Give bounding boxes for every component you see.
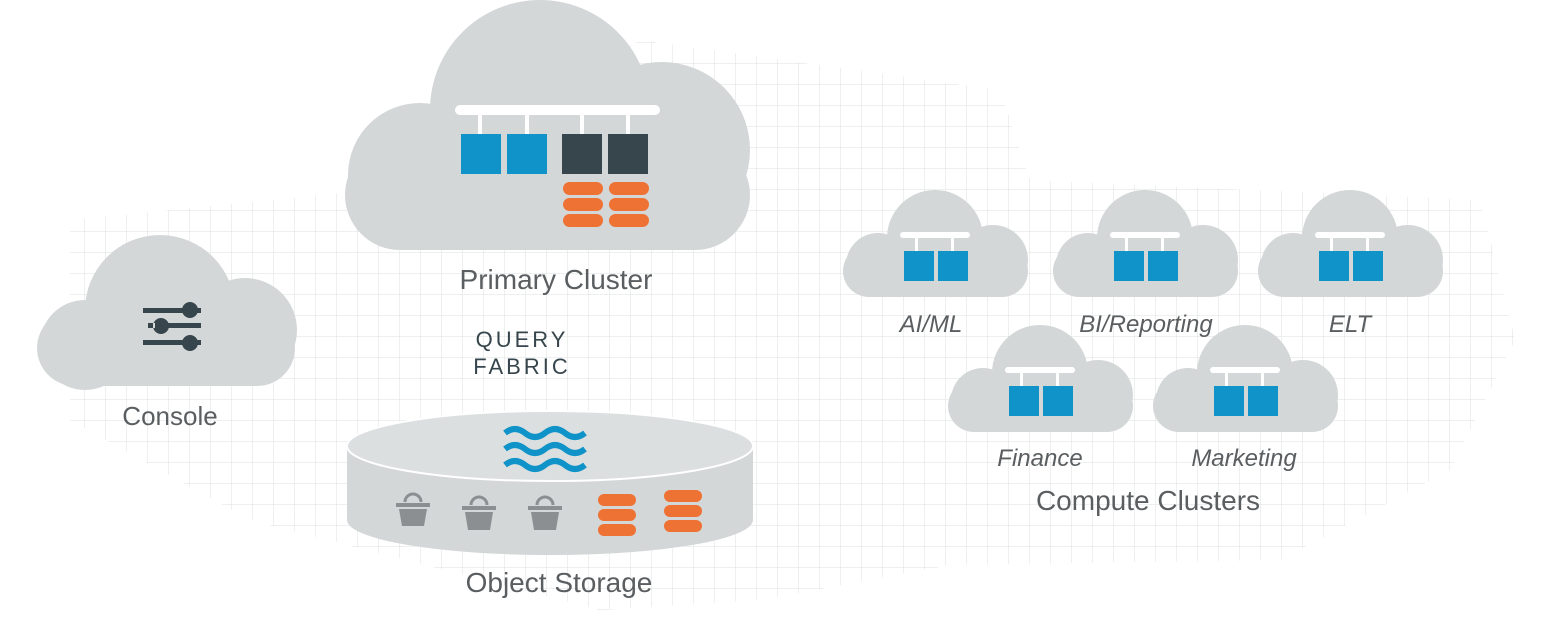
server-node-icon bbox=[904, 251, 934, 281]
database-icon bbox=[563, 182, 603, 227]
primary-cluster-label: Primary Cluster bbox=[460, 264, 653, 295]
query-fabric-label: QUERY FABRIC bbox=[473, 327, 570, 379]
database-icon bbox=[598, 494, 636, 536]
compute-clusters-label: Compute Clusters bbox=[1036, 485, 1260, 516]
sliders-icon bbox=[143, 302, 201, 351]
primary-node-bus bbox=[455, 105, 660, 134]
server-node-icon bbox=[1248, 386, 1278, 416]
bucket-icon bbox=[396, 492, 430, 526]
server-node-icon bbox=[1214, 386, 1244, 416]
console-label: Console bbox=[122, 401, 217, 431]
query-fabric-line1: QUERY bbox=[476, 327, 569, 352]
server-node-icon bbox=[1148, 251, 1178, 281]
query-fabric-line2: FABRIC bbox=[473, 354, 570, 379]
object-storage: Object Storage bbox=[346, 410, 754, 598]
cluster-label-bi-reporting: BI/Reporting bbox=[1079, 311, 1213, 338]
server-node-icon bbox=[608, 134, 648, 174]
server-node-icon bbox=[1319, 251, 1349, 281]
database-icon bbox=[664, 490, 702, 532]
server-node-icon bbox=[1353, 251, 1383, 281]
compute-cluster-marketing bbox=[1153, 325, 1338, 432]
bucket-icon bbox=[462, 495, 496, 530]
server-node-icon bbox=[562, 134, 602, 174]
compute-cluster-bi-reporting bbox=[1053, 190, 1238, 297]
water-waves-icon bbox=[503, 426, 587, 472]
primary-cloud-shape bbox=[345, 0, 750, 250]
server-node-icon bbox=[938, 251, 968, 281]
bucket-icon bbox=[528, 495, 562, 530]
database-icon bbox=[609, 182, 649, 227]
console-cloud: Console bbox=[37, 235, 297, 431]
object-storage-label: Object Storage bbox=[466, 567, 653, 598]
primary-cluster: Primary Cluster bbox=[345, 0, 750, 295]
server-node-icon bbox=[1043, 386, 1073, 416]
cluster-label-elt: ELT bbox=[1329, 311, 1374, 338]
server-node-icon bbox=[1114, 251, 1144, 281]
compute-cluster-ai-ml bbox=[843, 190, 1028, 297]
server-node-icon bbox=[461, 134, 501, 174]
cluster-label-ai-ml: AI/ML bbox=[898, 311, 963, 338]
compute-cluster-finance bbox=[948, 325, 1133, 432]
server-node-icon bbox=[1009, 386, 1039, 416]
cluster-label-marketing: Marketing bbox=[1191, 445, 1297, 472]
cluster-label-finance: Finance bbox=[997, 445, 1082, 472]
server-node-icon bbox=[507, 134, 547, 174]
compute-cluster-elt bbox=[1258, 190, 1443, 297]
